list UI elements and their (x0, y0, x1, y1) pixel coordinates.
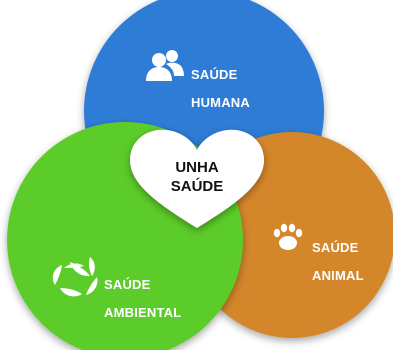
center-label-line2: SAÚDE (170, 178, 224, 195)
environmental-health-label: SAÚDE AMBIENTAL (104, 264, 181, 320)
animal-health-label: SAÚDE ANIMAL (312, 227, 364, 283)
center-label-line1: UNHA (175, 159, 219, 176)
center-label: UNHA SAÚDE (137, 158, 257, 196)
animal-health-label-line2: ANIMAL (312, 268, 364, 283)
paw-icon (273, 223, 303, 250)
human-health-label: SAÚDE HUMANA (191, 54, 250, 110)
environmental-health-label-line2: AMBIENTAL (104, 305, 182, 320)
human-health-label-line1: SAÚDE (191, 67, 238, 82)
recycle-leaves-icon (52, 257, 98, 297)
heart-shape (130, 129, 264, 228)
environmental-health-label-line1: SAÚDE (104, 277, 151, 292)
animal-health-label-line1: SAÚDE (312, 240, 359, 255)
human-health-label-line2: HUMANA (191, 95, 250, 110)
people-icon (146, 50, 184, 81)
